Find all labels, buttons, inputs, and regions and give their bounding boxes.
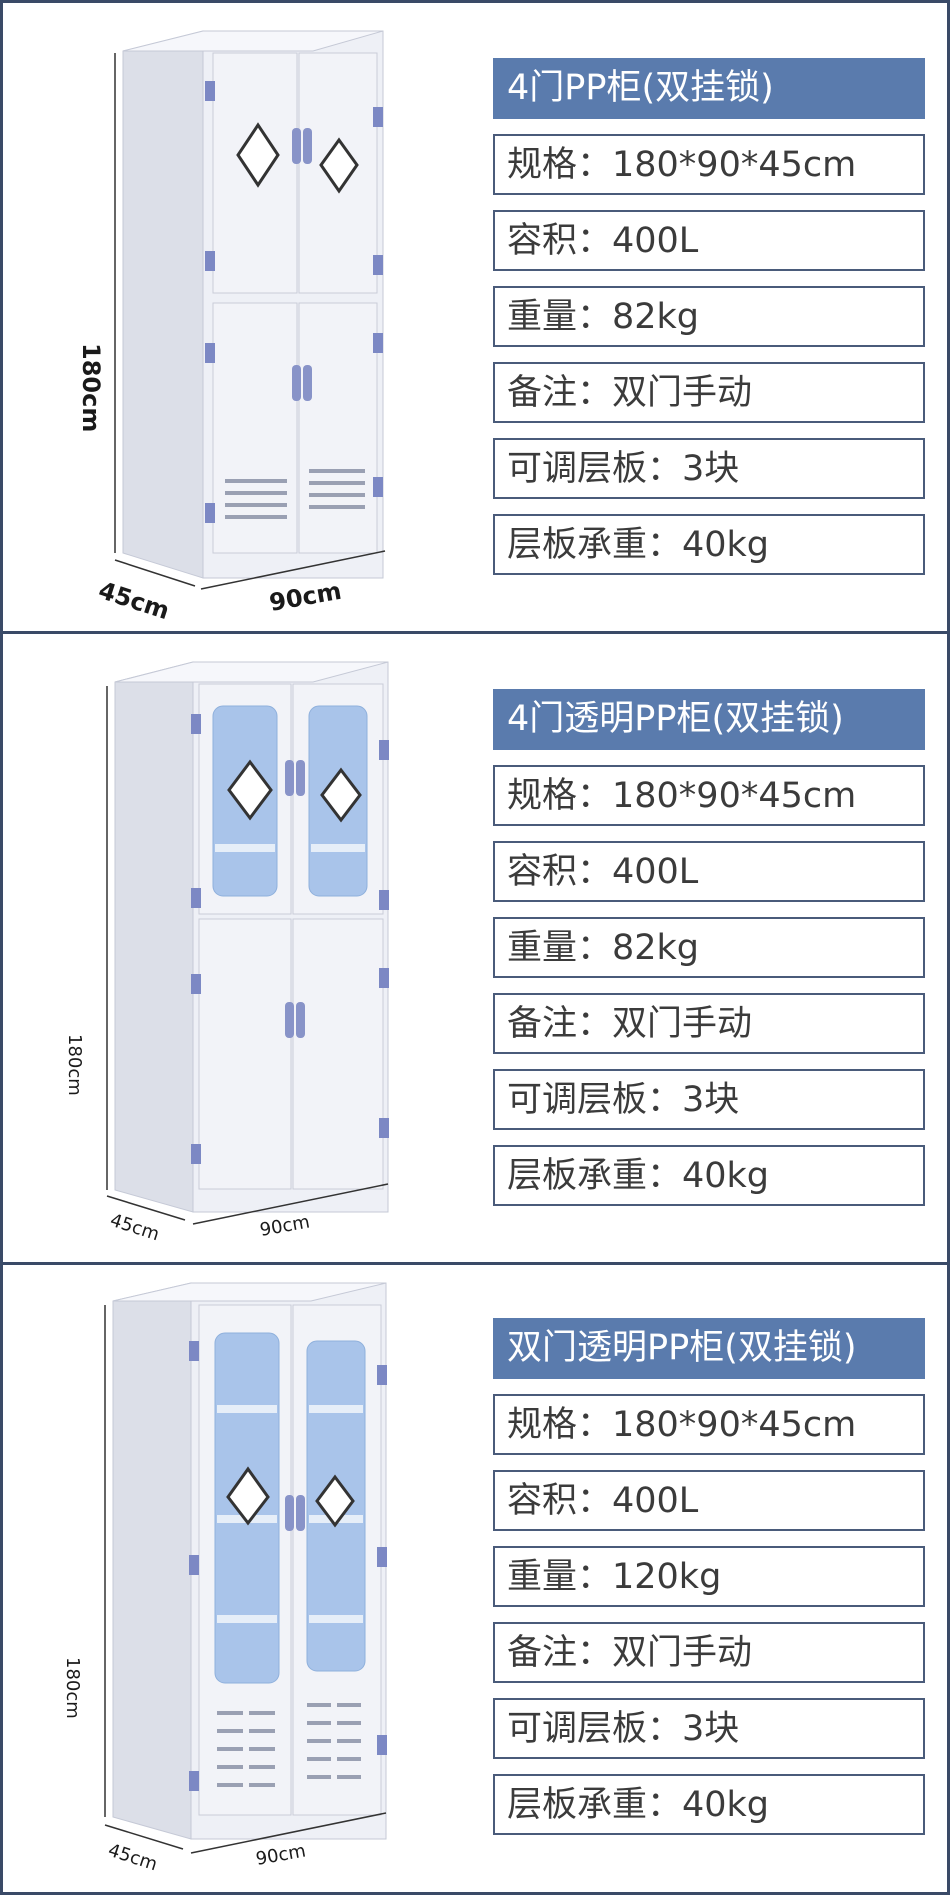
product-title: 4门PP柜(双挂锁): [493, 58, 925, 119]
hazard-sign-icon: [315, 1474, 355, 1528]
spec-row-note: 备注：双门手动: [493, 993, 925, 1054]
spec-row-size: 规格：180*90*45cm: [493, 134, 925, 195]
hazard-sign-icon: [227, 759, 273, 821]
spec-row-note: 备注：双门手动: [493, 1622, 925, 1683]
product-panel-2door-transparent: 180cm 45cm 90cm 双门透明PP柜(双挂锁) 规格：180*90*4…: [0, 1262, 950, 1895]
hazard-sign-icon: [236, 122, 280, 188]
spec-row-shelf-load: 层板承重：40kg: [493, 1145, 925, 1206]
cabinet-4door-transparent-image: 180cm 45cm 90cm: [64, 661, 389, 1246]
product-title: 4门透明PP柜(双挂锁): [493, 689, 925, 750]
spec-row-weight: 重量：120kg: [493, 1546, 925, 1607]
spec-row-capacity: 容积：400L: [493, 1470, 925, 1531]
dimension-height: 180cm: [77, 343, 105, 432]
dimension-width: 90cm: [254, 1841, 307, 1870]
hazard-sign-icon: [320, 767, 362, 823]
spec-list: 双门透明PP柜(双挂锁) 规格：180*90*45cm 容积：400L 重量：1…: [493, 1318, 925, 1835]
product-title: 双门透明PP柜(双挂锁): [493, 1318, 925, 1379]
spec-row-shelf-load: 层板承重：40kg: [493, 514, 925, 575]
spec-row-note: 备注：双门手动: [493, 362, 925, 423]
product-panel-4door-transparent: 180cm 45cm 90cm 4门透明PP柜(双挂锁) 规格：180*90*4…: [0, 631, 950, 1265]
dimension-depth: 45cm: [107, 1210, 161, 1246]
hazard-sign-icon: [319, 137, 359, 194]
cabinet-2door-transparent-image: 180cm 45cm 90cm: [62, 1282, 387, 1876]
dimension-width: 90cm: [258, 1212, 311, 1241]
spec-row-capacity: 容积：400L: [493, 841, 925, 902]
spec-list: 4门透明PP柜(双挂锁) 规格：180*90*45cm 容积：400L 重量：8…: [493, 689, 925, 1206]
hazard-sign-icon: [226, 1466, 270, 1526]
dimension-height: 180cm: [64, 1034, 85, 1096]
spec-row-shelves: 可调层板：3块: [493, 438, 925, 499]
dimension-depth: 45cm: [105, 1840, 159, 1876]
spec-row-weight: 重量：82kg: [493, 917, 925, 978]
spec-row-shelves: 可调层板：3块: [493, 1069, 925, 1130]
spec-row-weight: 重量：82kg: [493, 286, 925, 347]
dimension-width: 90cm: [267, 577, 343, 617]
spec-row-shelf-load: 层板承重：40kg: [493, 1774, 925, 1835]
dimension-height: 180cm: [62, 1657, 83, 1719]
spec-row-size: 规格：180*90*45cm: [493, 765, 925, 826]
cabinet-4door-image: 180cm 45cm 90cm: [77, 30, 386, 625]
spec-row-capacity: 容积：400L: [493, 210, 925, 271]
product-panel-4door-pp: 180cm 45cm 90cm 4门PP柜(双挂锁) 规格：180*90*45c…: [0, 0, 950, 634]
dimension-depth: 45cm: [95, 576, 173, 625]
spec-list: 4门PP柜(双挂锁) 规格：180*90*45cm 容积：400L 重量：82k…: [493, 58, 925, 575]
spec-row-shelves: 可调层板：3块: [493, 1698, 925, 1759]
spec-row-size: 规格：180*90*45cm: [493, 1394, 925, 1455]
